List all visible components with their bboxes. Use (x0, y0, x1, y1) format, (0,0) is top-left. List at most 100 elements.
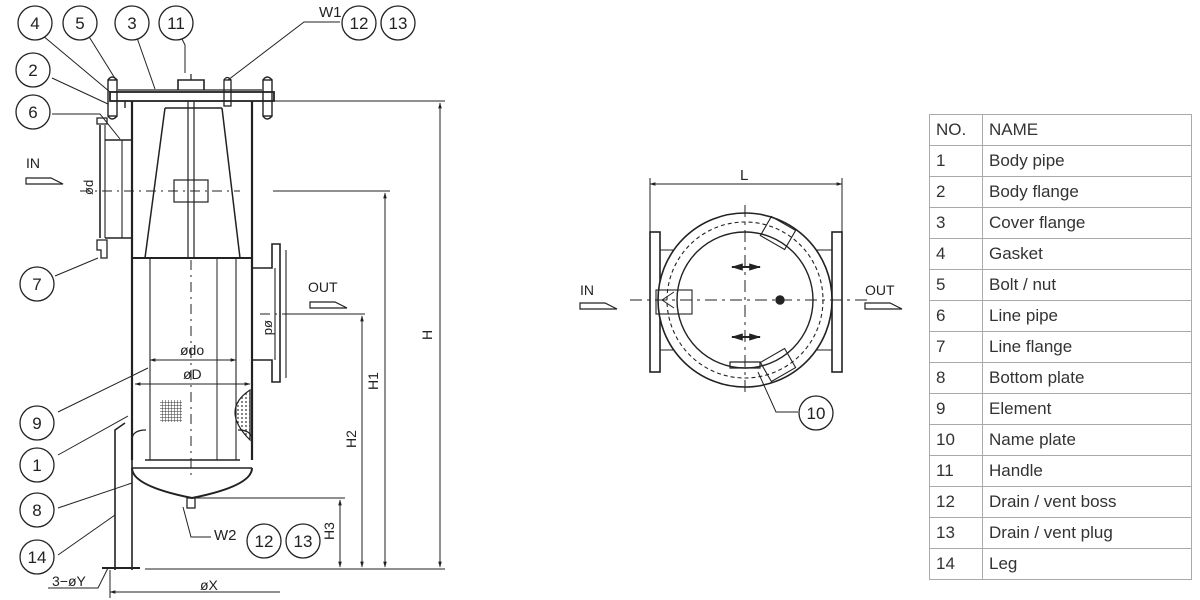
side-view-labels: W1 W2 IN OUT ød ødo øD H H1 H2 H3 3−øY ø… (25, 4, 435, 593)
engineering-drawing: ød (15, 4, 903, 598)
part-no: 12 (929, 486, 983, 518)
height-dimensions (109, 100, 445, 598)
part-no: 9 (929, 393, 983, 425)
svg-text:13: 13 (389, 14, 408, 33)
bottom-plate (131, 429, 253, 509)
part-no: 3 (929, 207, 983, 239)
part-name: Line flange (982, 331, 1192, 363)
out-label: OUT (308, 279, 338, 295)
cover-flange (107, 74, 275, 120)
top-in-label: IN (580, 282, 594, 298)
in-label: IN (26, 155, 40, 171)
vent-boss-top (759, 215, 797, 251)
part-no: 5 (929, 269, 983, 301)
outlet-nozzle (252, 243, 287, 383)
part-no: 10 (929, 424, 983, 456)
part-name: Bolt / nut (982, 269, 1192, 301)
name-plate (729, 361, 761, 369)
part-name: Body flange (982, 176, 1192, 208)
balloon-13-bottom: 13 (285, 523, 321, 559)
part-no: 4 (929, 238, 983, 270)
top-in-arrow-icon (579, 302, 618, 310)
part-name: Drain / vent boss (982, 486, 1192, 518)
part-no: 6 (929, 300, 983, 332)
part-no: 11 (929, 455, 983, 487)
drain-point-icon (775, 295, 785, 305)
balloon-4: 4 (17, 5, 53, 41)
part-no: 14 (929, 548, 983, 580)
balloon-12-bottom: 12 (246, 523, 282, 559)
svg-text:9: 9 (32, 414, 41, 433)
svg-text:11: 11 (167, 14, 185, 33)
svg-text:12: 12 (350, 14, 369, 33)
inlet-nozzle: ød (81, 117, 132, 259)
part-name: Name plate (982, 424, 1192, 456)
centerlines (80, 190, 300, 480)
balloon-3: 3 (114, 5, 150, 41)
part-name: Drain / vent plug (982, 517, 1192, 549)
part-name: Element (982, 393, 1192, 425)
leg (102, 422, 140, 570)
part-name: Leg (982, 548, 1192, 580)
part-name: Cover flange (982, 207, 1192, 239)
element-cone (132, 101, 252, 259)
part-no: 8 (929, 362, 983, 394)
element-dimensions (134, 258, 251, 460)
height-h3-label: H3 (321, 522, 337, 540)
part-name: Bottom plate (982, 362, 1192, 394)
header-no: NO. (929, 114, 983, 146)
out-arrow-icon (309, 301, 348, 309)
svg-text:5: 5 (75, 14, 84, 33)
leg-pcd-label: øX (200, 577, 219, 593)
inlet-boss (655, 289, 693, 315)
header-name: NAME (982, 114, 1192, 146)
balloon-14: 14 (19, 539, 55, 575)
table-header-row: NO. NAME (929, 114, 1192, 146)
svg-text:10: 10 (807, 404, 826, 423)
outlet-diameter-label: ød (262, 320, 277, 335)
top-view (630, 178, 870, 413)
part-no: 2 (929, 176, 983, 208)
height-h1-label: H1 (365, 372, 381, 390)
svg-text:2: 2 (28, 61, 37, 80)
part-name: Line pipe (982, 300, 1192, 332)
balloon-13-top: 13 (380, 5, 416, 41)
balloon-7: 7 (19, 266, 55, 302)
element-diameter-label: ødo (180, 342, 204, 358)
side-view: ød (41, 21, 445, 598)
balloon-11: 11 (158, 5, 194, 41)
height-h-label: H (419, 330, 435, 340)
svg-text:12: 12 (255, 532, 274, 551)
balloon-6: 6 (15, 94, 51, 130)
balloon-1: 1 (19, 447, 55, 483)
mesh-icon (160, 400, 182, 422)
svg-text:7: 7 (32, 275, 41, 294)
w2-label: W2 (214, 527, 237, 544)
body-pipe (124, 101, 254, 460)
top-view-labels: L IN OUT (579, 167, 903, 310)
balloon-10: 10 (798, 395, 834, 431)
in-arrow-icon (25, 177, 64, 185)
w1-label: W1 (319, 4, 342, 21)
side-view-balloons: 4 5 3 11 12 13 2 6 7 9 1 8 14 12 13 (15, 5, 416, 575)
balloon-8: 8 (19, 492, 55, 528)
svg-text:14: 14 (28, 548, 47, 567)
leader-lines (41, 21, 340, 589)
svg-text:6: 6 (28, 103, 37, 122)
perforation-icon (234, 388, 251, 442)
part-name: Body pipe (982, 145, 1192, 177)
top-out-label: OUT (865, 282, 895, 298)
inlet-diameter-label: ød (81, 180, 96, 195)
part-no: 7 (929, 331, 983, 363)
svg-text:8: 8 (32, 501, 41, 520)
